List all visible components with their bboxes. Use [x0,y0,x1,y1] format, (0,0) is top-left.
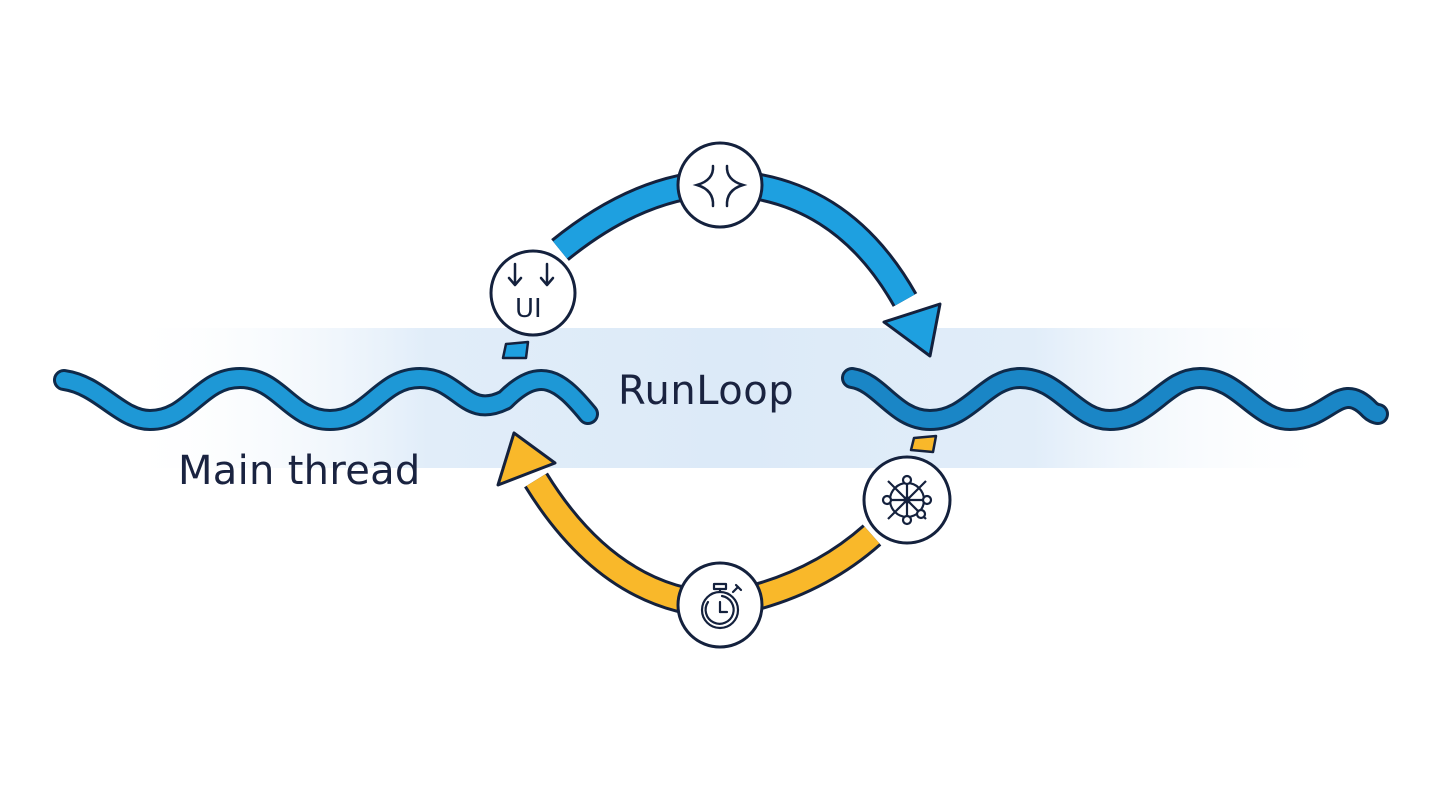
ui-down-arrows-icon [507,262,555,287]
node-ui-input [489,249,577,337]
ui-node-text: UI [515,294,542,324]
node-event [676,141,764,229]
blue-arc-stub [501,340,530,360]
stopwatch-icon [700,582,743,630]
runloop-title: RunLoop [618,368,795,414]
network-wheel-icon [881,474,933,526]
node-sources [862,455,952,545]
main-thread-wave-left [53,367,599,431]
main-thread-wave-right [841,367,1389,431]
yellow-arrowhead [496,431,557,487]
spark-event-icon [692,164,748,208]
runloop-band [120,328,1340,468]
yellow-arc-stub [909,434,938,454]
main-thread-label: Main thread [178,448,421,494]
blue-arrowhead [882,302,942,358]
node-timers [676,561,764,649]
